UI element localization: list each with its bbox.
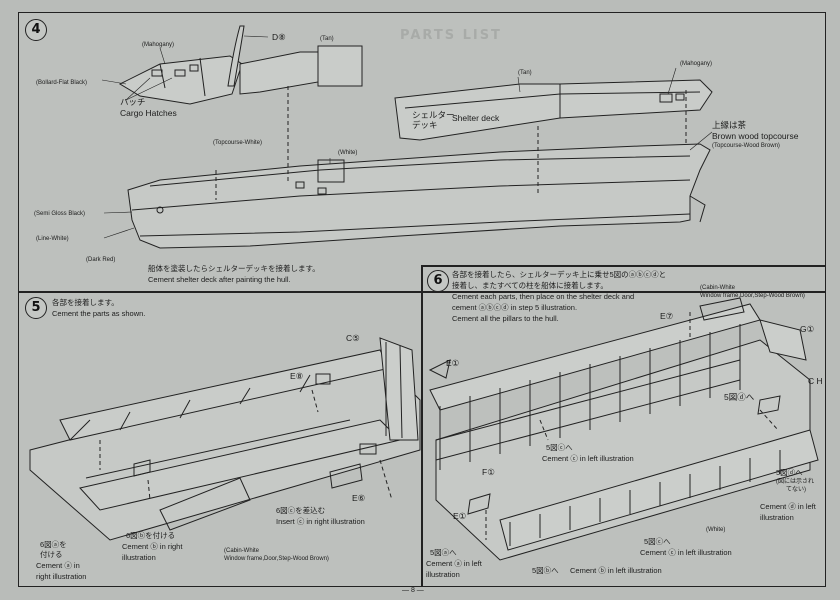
callout-dark-red: (Dark Red) [86,257,116,263]
step5-a-en2: right illustration [36,572,87,581]
callout-shelter-en: Shelter deck [452,113,500,123]
step5-instruction-en: Cement the parts as shown. [52,309,146,318]
callout-topcourse-brown: (Topcourse-Wood Brown) [712,143,780,149]
callout-tan-mid: (Tan) [518,70,532,76]
callout-d8: D⑧ [272,32,286,42]
step5-cabin-en2: Window frame,Door,Step-Wood Brown) [224,556,329,562]
callout-hatch-jp: ハッチ [120,97,146,107]
step6-c-jp: 5図ⓒへ [546,443,573,452]
step6-d-en2: illustration [760,513,794,522]
step5-b-jp: 6図ⓑを付ける [126,531,176,540]
step6-white: (White) [706,527,726,533]
callout-e-left: E① [446,358,460,368]
callout-semi-gloss: (Semi Gloss Black) [34,211,86,217]
callout-mahogany-left: (Mahogany) [142,42,175,48]
step6-guide-lines [485,312,779,540]
step6-a-en2: illustration [426,570,460,579]
callout-white: (White) [338,150,358,156]
step6-cabin-en1: (Cabin-White [700,285,736,291]
step6-cabin-assembly [428,297,819,561]
step6-instruction-en2: cement ⓐⓑⓒⓓ in step 5 illustration. [452,303,578,312]
step6-c-en: Cement ⓒ in left illustration [542,454,634,463]
callout-hatch-en: Cargo Hatches [120,108,177,118]
shelter-deck-part [394,79,713,141]
step5-instruction-jp: 各部を接着します。 [52,298,119,307]
step6-instruction-jp1: 各部を接着したら、シェルターデッキ上に乗せ5図のⓐⓑⓒⓓと [452,270,667,279]
callout-tan-top: (Tan) [320,36,334,42]
callout-line-white: (Line-White) [36,236,69,242]
divider-step6-top [421,265,826,267]
step4-instruction-en: Cement shelter deck after painting the h… [148,275,291,284]
bow-stem-part [227,25,245,87]
step5-guide-lines [99,389,393,501]
step5-a-en1: Cement ⓐ in [36,561,80,570]
hull-part [127,143,711,249]
step4-guide-lines [215,86,687,200]
divider-step5-step6 [421,265,423,587]
step6-b-jp: 5図ⓑへ [532,566,559,575]
step5-insert-en: Insert ⓒ in right illustration [276,517,365,526]
callout-shelter-jp: シェルター デッキ [412,110,455,130]
step6-c2-en: Cement ⓒ in left illustration [640,548,732,557]
step4-leader-lines [101,35,713,239]
callout-c5: C⑤ [346,333,360,343]
callout-topcourse-en: Brown wood topcourse [712,131,799,141]
callout-topcourse-white: (Topcourse-White) [213,140,263,146]
step6-c2-jp: 5図ⓒへ [644,537,671,546]
step6-d-jp: 5図ⓓへ [724,392,755,402]
step5-a-jp2: 付ける [40,550,63,559]
step4-instruction-jp: 船体を塗装したらシェルターデッキを接着します。 [148,264,320,273]
step5-b-en2: illustration [122,553,156,562]
step5-cabin-en1: (Cabin-White [224,548,260,554]
callout-g: G① [800,324,815,334]
step-6-number: 6 [427,270,449,292]
callout-e-bottom: E① [453,511,467,521]
step6-d-note1: (図には示され [776,479,814,485]
step6-d-jp2: 5図ⓓへ [776,468,803,477]
step-4-number: 4 [25,19,47,41]
step5-insert-jp: 6図ⓒを差込む [276,506,326,515]
step6-a-jp: 5図ⓐへ [430,548,457,557]
step6-a-en1: Cement ⓐ in left [426,559,482,568]
step5-b-en1: Cement ⓑ in right [122,542,183,551]
mid-deck-part [239,45,363,95]
step6-d-note2: てない) [786,487,806,493]
step6-instruction-jp2: 接着し、またすべての柱を船体に接着します。 [452,281,608,290]
callout-ch: C H [808,376,823,386]
forward-deck-part [118,55,243,105]
callout-f: F① [482,467,495,477]
step6-instruction-en3: Cement all the pillars to the hull. [452,314,559,323]
step6-d-en1: Cement ⓓ in left [760,502,816,511]
faint-header: PARTS LIST [400,28,502,43]
step6-instruction-en1: Cement each parts, then place on the she… [452,292,635,301]
callout-topcourse-jp: 上縁は茶 [712,120,747,130]
callout-e6: E⑥ [352,493,366,503]
page-number: — 8 — [402,587,424,594]
step5-deck-assembly [29,337,421,541]
step6-cabin-en2: Window frame,Door,Step-Wood Brown) [700,293,805,299]
step-5-number: 5 [25,297,47,319]
callout-e8: E⑧ [290,371,304,381]
callout-e-top: E⑦ [660,311,674,321]
step5-a-jp1: 6図ⓐを [40,540,67,549]
callout-bollard: (Bollard-Flat Black) [36,80,88,86]
step6-b-en: Cement ⓑ in left illustration [570,566,662,575]
callout-mahogany-right: (Mahogany) [680,61,713,67]
